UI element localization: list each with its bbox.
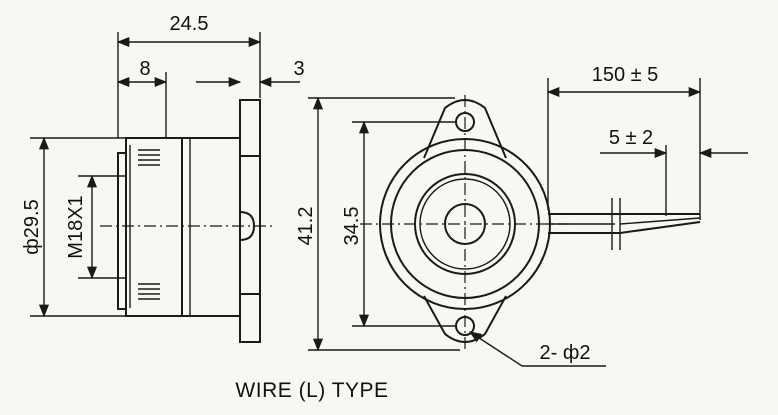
dim-wire-strip: 5 ± 2 (609, 127, 653, 149)
side-view (30, 32, 300, 343)
thread-marks-top (138, 149, 160, 166)
dim-holes: 2- ф2 (540, 342, 591, 364)
dim-flange-thickness: 3 (293, 58, 304, 80)
drawing-caption: WIRE (L) TYPE (235, 379, 388, 402)
dim-body-diameter: ф29.5 (21, 199, 43, 254)
dim-flange-height: 41.2 (295, 207, 317, 246)
dim-thread: M18X1 (65, 195, 87, 258)
thread-marks-bottom (138, 283, 160, 300)
dim-body-depth: 8 (139, 58, 150, 80)
dim-hole-pitch: 34.5 (341, 207, 363, 246)
dim-overall-depth: 24.5 (170, 13, 209, 35)
dim-wire-length: 150 ± 5 (592, 64, 659, 86)
front-view (308, 78, 748, 367)
